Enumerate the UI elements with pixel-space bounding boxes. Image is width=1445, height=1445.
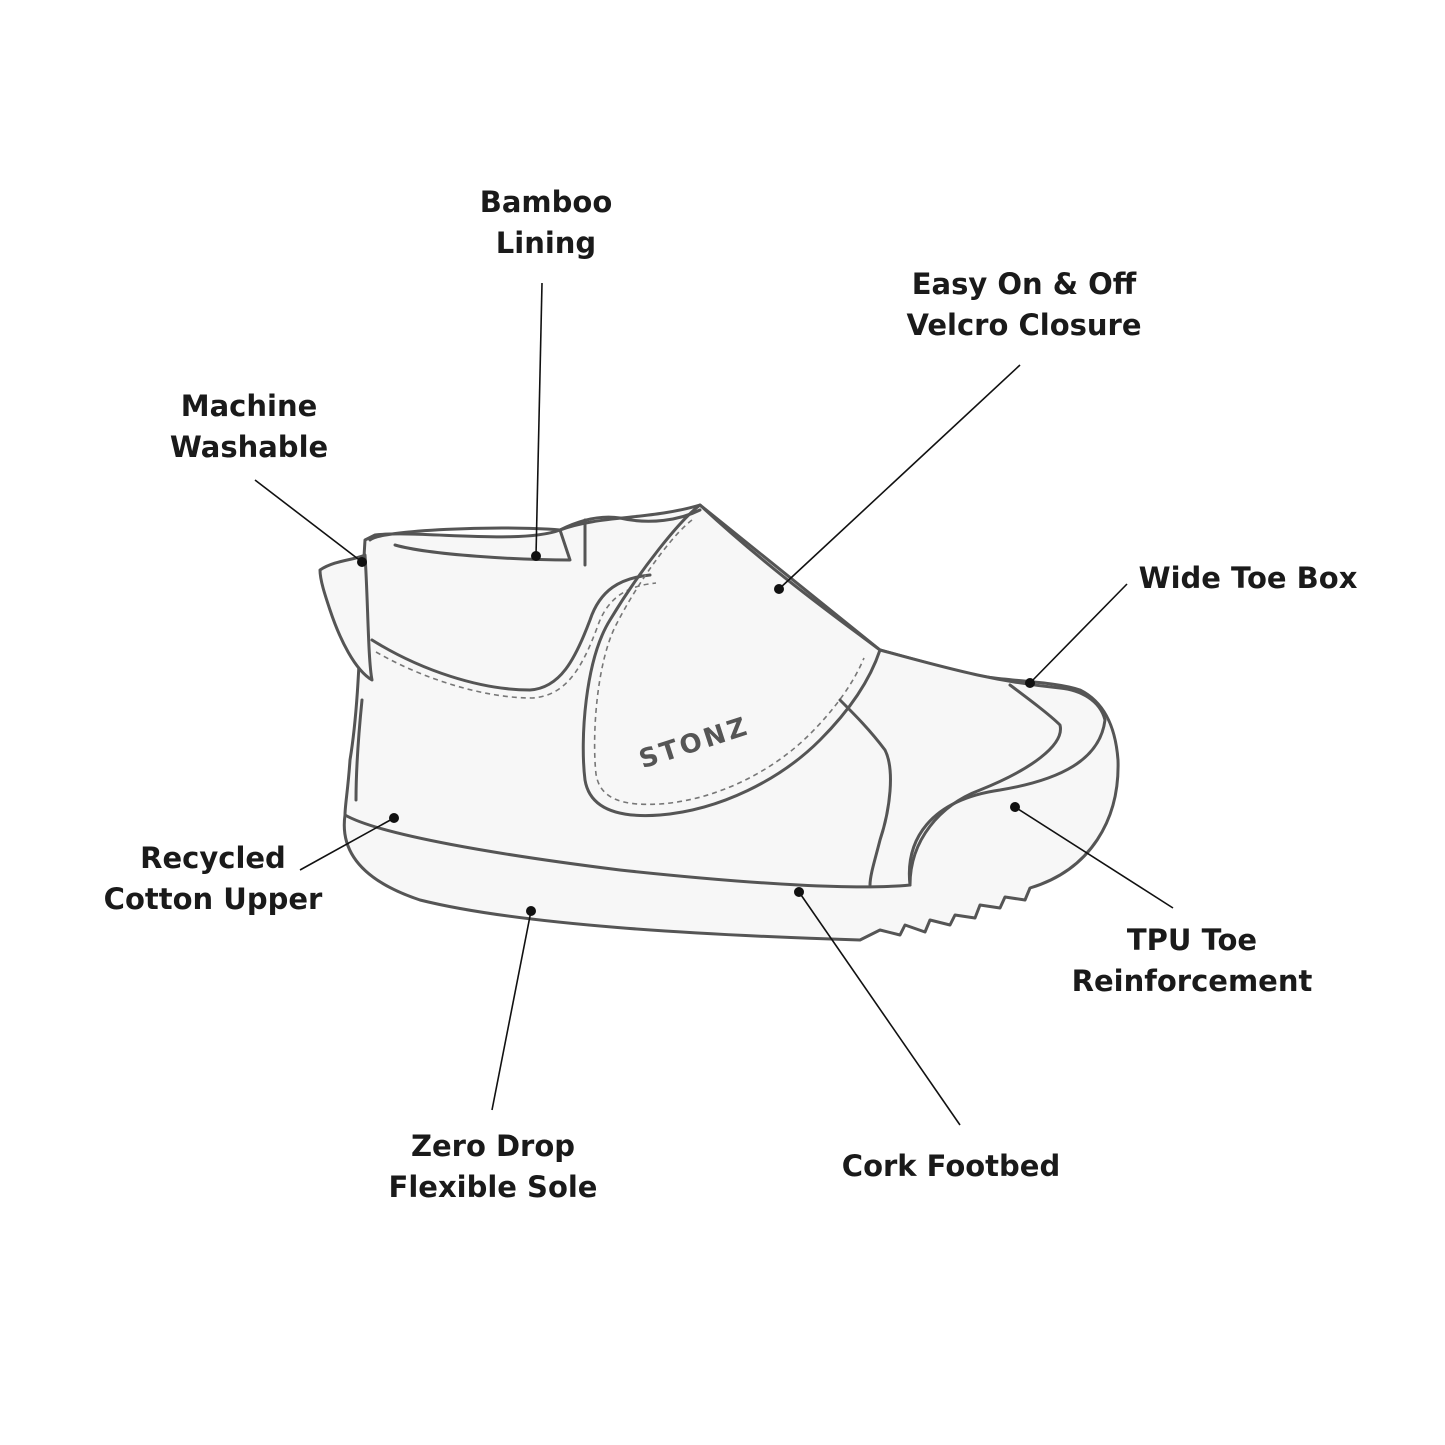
leader-zero-drop (491, 910, 532, 1111)
collar-opening (370, 573, 652, 692)
dot-bamboo-lining (531, 551, 541, 561)
leader-bamboo-lining (535, 282, 543, 557)
shoe-collar (368, 526, 572, 562)
dot-cork-footbed (794, 887, 804, 897)
label-wide-toe-box: Wide Toe Box (1138, 561, 1358, 595)
shoe-upper (343, 503, 1107, 889)
leader-wide-toe-box (1029, 583, 1128, 684)
leader-cork-footbed (798, 891, 961, 1126)
velcro-strap (581, 503, 882, 818)
label-cork-footbed: Cork Footbed (841, 1149, 1061, 1183)
toe-cap (908, 683, 1062, 887)
leader-recycled-cotton-upper (299, 817, 395, 871)
dot-easy-on-off (774, 584, 784, 594)
dot-wide-toe-box (1025, 678, 1035, 688)
tongue (558, 508, 702, 567)
dot-recycled-cotton-upper (389, 813, 399, 823)
dot-tpu-toe (1010, 802, 1020, 812)
dot-machine-washable (357, 557, 367, 567)
velcro-tab (838, 698, 892, 887)
leader-machine-washable (254, 479, 363, 563)
leader-easy-on-off (778, 364, 1021, 590)
dot-zero-drop (526, 906, 536, 916)
heel-pull-tab (318, 553, 374, 682)
leader-tpu-toe (1014, 806, 1174, 909)
